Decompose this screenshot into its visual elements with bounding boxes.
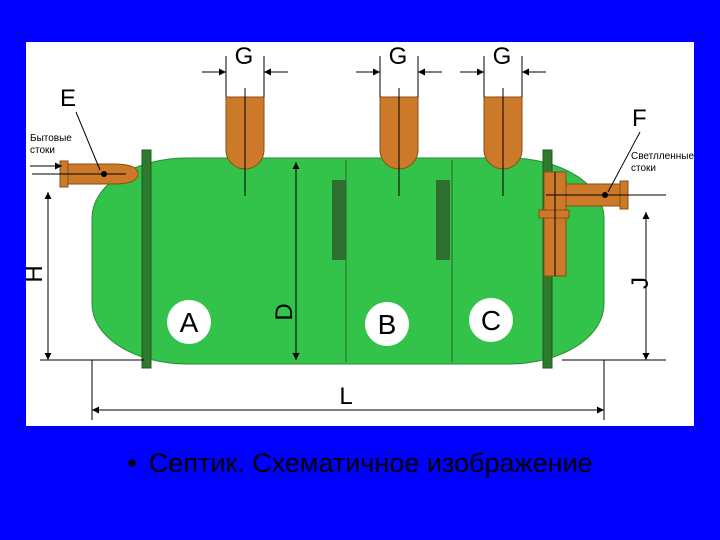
slide-caption: • Септик. Схематичное изображение (0, 448, 720, 479)
baffle-1 (332, 180, 346, 260)
chamber-b-label: B (378, 309, 397, 340)
outlet-note-line-1: Светлленные (631, 151, 694, 162)
chamber-c-label: C (481, 305, 501, 336)
septic-tank-diagram: A B C G G G E F Бытовые стоки Светлленны… (26, 43, 694, 420)
label-g-3: G (493, 43, 512, 70)
label-f: F (632, 105, 647, 132)
chamber-a-marker (167, 300, 211, 344)
ring-left (141, 149, 152, 369)
dimension-g (202, 56, 546, 97)
label-g-1: G (235, 43, 254, 70)
diagram-panel: A B C G G G E F Бытовые стоки Светлленны… (26, 42, 694, 426)
inlet-note-line-1: Бытовые (30, 133, 72, 144)
dimension-l (91, 360, 605, 420)
label-d: D (271, 303, 298, 320)
label-l: L (339, 383, 352, 410)
label-h: H (26, 265, 48, 282)
chamber-c-marker (469, 298, 513, 342)
outlet-note-line-2: стоки (631, 163, 656, 174)
chamber-b-marker (365, 302, 409, 346)
label-g-2: G (389, 43, 408, 70)
chamber-a-label: A (180, 307, 199, 338)
inlet-note-line-2: стоки (30, 145, 55, 156)
caption-bullet: • (127, 448, 137, 478)
caption-text: Септик. Схематичное изображение (148, 448, 593, 478)
dimension-j (562, 212, 666, 361)
baffle-2 (436, 180, 450, 260)
tank-body (91, 157, 605, 365)
label-j: J (627, 277, 654, 289)
label-e: E (60, 85, 76, 112)
